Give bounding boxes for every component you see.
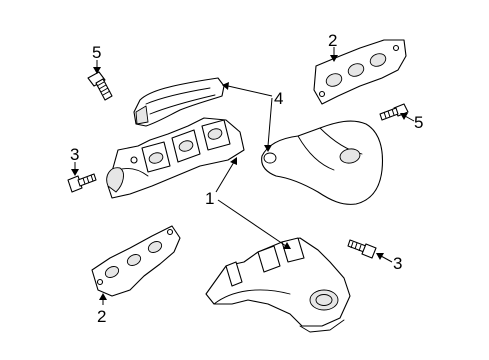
stud-bolt-right[interactable] [379, 103, 409, 121]
callout-4: 4 [274, 89, 283, 108]
stud-bolt-upper-left[interactable] [87, 71, 113, 101]
callout-5-upper-left: 5 [92, 43, 101, 62]
leader-lines [71, 47, 415, 305]
heat-shield-upper-left[interactable] [133, 77, 225, 127]
callout-1: 1 [205, 189, 214, 208]
exhaust-manifold-lower[interactable] [205, 237, 351, 333]
bolt-left[interactable] [67, 173, 97, 193]
callout-2-upper-right: 2 [328, 31, 337, 50]
heat-shield-right[interactable] [261, 120, 384, 205]
callout-3-left: 3 [70, 145, 79, 164]
gasket-upper-right[interactable] [313, 39, 407, 105]
callout-2-lower-left: 2 [97, 307, 106, 326]
callout-5-right: 5 [414, 113, 423, 132]
gasket-lower-left[interactable] [91, 225, 181, 297]
exhaust-manifold-left[interactable] [106, 117, 245, 199]
callout-3-lower-right: 3 [393, 254, 402, 273]
bolt-lower-right[interactable] [347, 239, 377, 259]
callout-labels: 5 2 4 5 3 1 3 2 [70, 31, 423, 326]
